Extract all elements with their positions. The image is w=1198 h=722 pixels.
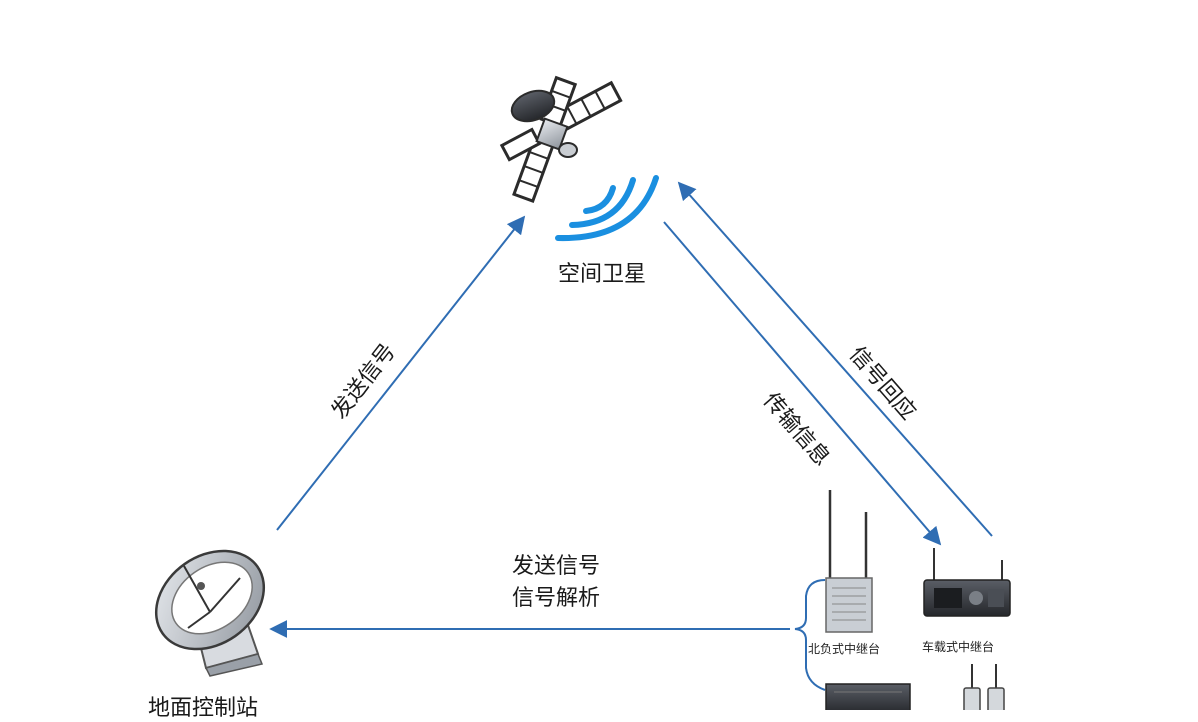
signal-wave-icon: [555, 175, 659, 242]
vehicle-repeater-label: 车载式中继台: [922, 640, 995, 654]
arrow-ground-to-satellite: [276, 215, 526, 531]
satellite-icon: [499, 75, 623, 204]
backpack-repeater-label: 北负式中继台: [808, 642, 881, 656]
vehicle-repeater-icon: [923, 548, 1011, 617]
ground-station-label: 地面控制站: [148, 696, 259, 721]
ground-station-dish-icon: [154, 549, 266, 677]
backpack-repeater-icon: [825, 490, 873, 633]
arrow-terminal-to-satellite: [677, 181, 993, 537]
handheld-radio-icon: [963, 664, 1005, 710]
edge-label-terminal-to-ground-line2: 信号解析: [512, 586, 601, 611]
base-station-icon: [825, 683, 911, 710]
satellite-label: 空间卫星: [558, 262, 647, 287]
edge-label-terminal-to-ground-line1: 发送信号: [512, 554, 601, 579]
arrow-satellite-to-terminal: [663, 221, 942, 546]
device-group-bracket: [794, 579, 826, 691]
